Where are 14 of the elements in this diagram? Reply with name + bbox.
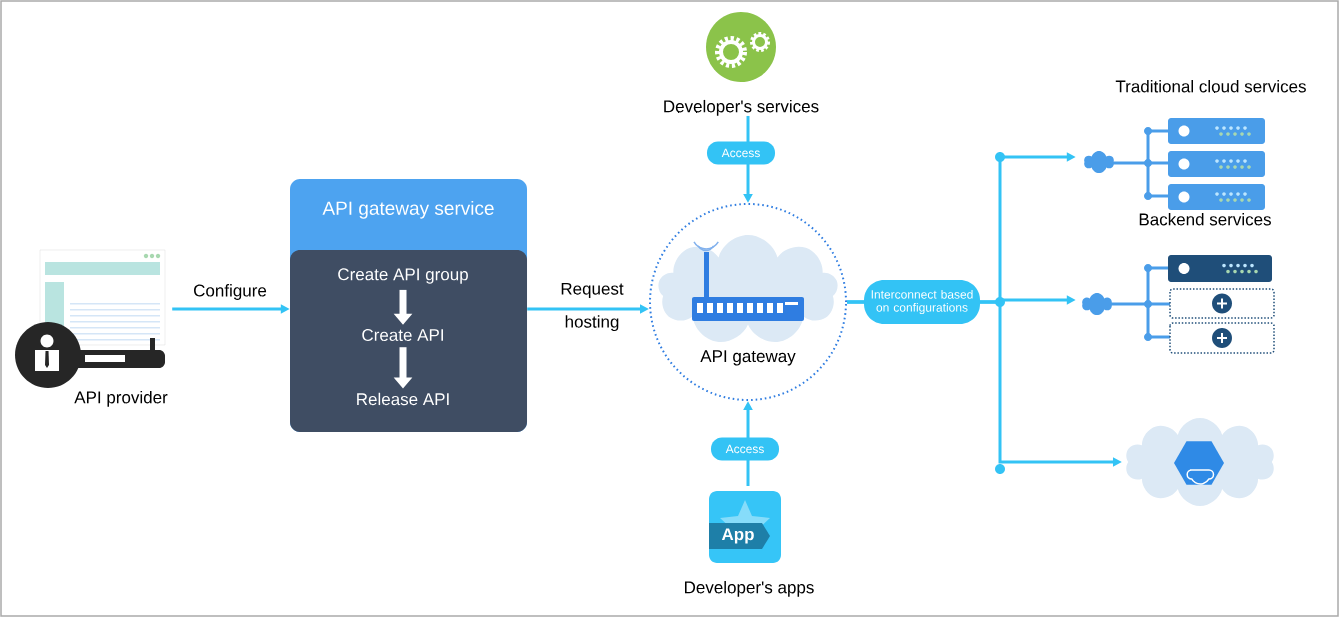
- step-label: Create API: [362, 328, 443, 341]
- edge-label: Request hosting: [561, 282, 624, 332]
- group-label: Backend services: [1139, 213, 1271, 226]
- edge-label: Interconnect based on configurations: [864, 280, 980, 324]
- app-label: Developer's apps: [685, 580, 814, 597]
- provider-label: API provider: [74, 390, 168, 407]
- group-label: Traditional cloud services: [1115, 80, 1306, 93]
- icon-label: App: [721, 528, 754, 544]
- edge-label: Access: [707, 141, 775, 165]
- step-label: Create API group: [338, 268, 468, 284]
- edge-label: Configure: [192, 283, 268, 301]
- edge-label: Access: [711, 437, 779, 461]
- service-label: Developer's services: [664, 99, 819, 116]
- step-label: Release API: [357, 392, 449, 406]
